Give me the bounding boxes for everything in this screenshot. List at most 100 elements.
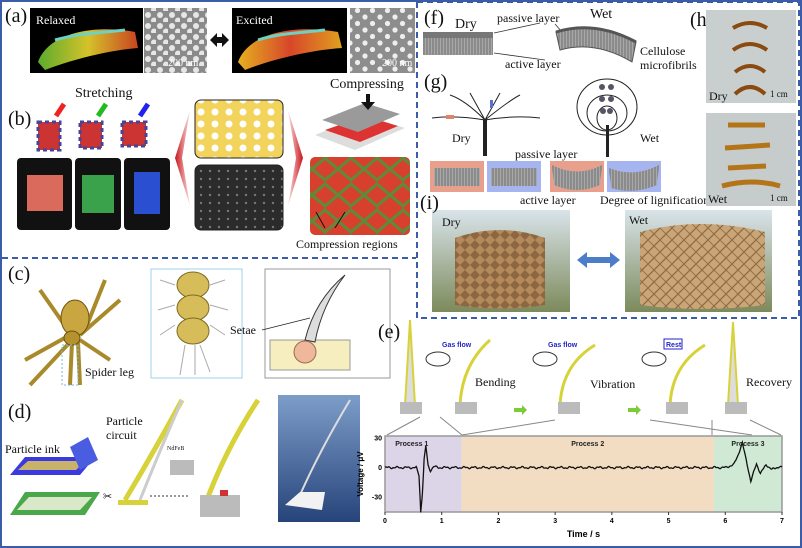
stretch-cubes (36, 102, 151, 152)
lignification-label: Degree of lignification (600, 193, 709, 207)
leg-segment-box (150, 268, 243, 379)
scale-bar-label: 200 nm (168, 58, 199, 69)
region-label: Process 2 (571, 441, 604, 448)
x-tick-label: 0 (383, 518, 387, 525)
panel-f: (f) Dry passive layer active layer Wet C… (423, 7, 697, 72)
dry-label: Dry (442, 215, 461, 229)
panel-d-label: (d) (8, 401, 31, 423)
x-tick-label: 4 (610, 518, 614, 525)
panel-b: Stretching (b) Compressing Compression (8, 77, 410, 251)
panel-g-label: (g) (424, 71, 447, 93)
vibration-label: Vibration (590, 377, 635, 391)
wet-label: Wet (629, 213, 649, 227)
plot-frame (384, 435, 783, 513)
particle-circuit-label-2: circuit (106, 428, 137, 442)
wet-bilayer (555, 27, 637, 63)
dry-label: Dry (709, 89, 728, 103)
compression-regions-label: Compression regions (296, 237, 398, 251)
particle-ink-label: Particle ink (5, 442, 60, 456)
panel-i-label: (i) (420, 192, 439, 214)
magnet-label: NdFeB (167, 446, 184, 452)
stretching-label: Stretching (75, 86, 133, 101)
seta-states (400, 319, 747, 414)
leg-segments (157, 271, 229, 376)
bending-label: Bending (475, 375, 516, 389)
pattern-schematic (194, 99, 284, 159)
left-chevron (175, 110, 190, 206)
seta-device-assembled (202, 398, 261, 506)
scale-bar-label: 200 nm (382, 58, 413, 69)
panel-a: (a) Relaxed 200 nm Excited 200 nm (5, 5, 415, 73)
wet-label: Wet (640, 131, 660, 145)
y-tick-label: 30 (374, 435, 382, 442)
x-axis-label: Time / s (567, 529, 600, 539)
wet-label: Wet (708, 192, 728, 206)
panel-h: (h) Dry 1 cm Wet 1 cm (690, 9, 796, 206)
rest-label: Rest (666, 342, 682, 349)
compressed-pattern-photo (310, 157, 410, 235)
x-tick-label: 6 (723, 518, 727, 525)
double-arrow-icon (210, 33, 229, 47)
panel-c: (c) Spider leg Setae (8, 263, 391, 387)
cloud-icon (641, 351, 667, 367)
region-label: Process 1 (395, 441, 428, 448)
relaxed-label: Relaxed (36, 13, 75, 27)
excited-label: Excited (236, 13, 273, 27)
next-arrow-icon (514, 405, 527, 415)
dry-bilayer (423, 38, 493, 55)
right-chevron (288, 110, 303, 206)
spider-illustration (24, 279, 122, 387)
double-arrow-icon (577, 252, 620, 268)
cloud-icon (532, 351, 558, 367)
gas-flow-label: Gas flow (442, 342, 472, 349)
particle-circuit-label: Particle (106, 414, 143, 428)
cellulose-label: Cellulose (640, 44, 685, 58)
y-tick-label: -30 (372, 495, 382, 502)
wet-label: Wet (590, 7, 612, 22)
voltage-chart: Process 1 Process 2 Process 3 0 1 2 3 4 5 6 7 30 0 -3… (356, 435, 784, 539)
gas-flow-label: Gas flow (548, 342, 578, 349)
relaxed-sem-image (144, 8, 207, 73)
rest-sign (663, 338, 683, 350)
x-tick-label: 1 (440, 518, 444, 525)
active-layer-label: active layer (520, 193, 576, 207)
dry-label: Dry (455, 17, 477, 32)
panel-i: (i) Dry Wet (420, 192, 772, 312)
x-tick-label: 3 (553, 518, 557, 525)
x-tick-label: 7 (780, 518, 784, 525)
microfibrils-label: microfibrils (640, 58, 697, 72)
wet-sample-photo (706, 113, 796, 206)
active-layer-label: active layer (505, 57, 561, 71)
spider-leg-label: Spider leg (85, 365, 134, 379)
scale-bar-label: 1 cm (770, 89, 788, 99)
panel-g: (g) Dry Wet passive layer active layer D… (424, 71, 709, 207)
setae-label: Setae (230, 323, 256, 337)
sem-pattern-image (194, 164, 284, 231)
excited-sem-image (350, 8, 415, 73)
base-block (170, 460, 194, 475)
panel-f-label: (f) (424, 7, 444, 29)
x-tick-label: 2 (496, 518, 500, 525)
scissors-icon: ✂ (103, 491, 112, 503)
panel-e: (e) Gas flow Gas flow Rest Bending Vibra… (356, 319, 792, 539)
y-tick-label: 0 (378, 465, 382, 472)
frame-fghi (416, 1, 800, 319)
region-2 (461, 436, 714, 512)
x-tick-label: 5 (667, 518, 671, 525)
y-axis-label: Voltage / μV (356, 451, 365, 497)
panel-c-label: (c) (8, 263, 30, 285)
cloud-icon (425, 351, 451, 367)
region-label: Process 3 (731, 441, 764, 448)
voltage-series-line (384, 439, 783, 513)
panel-e-label: (e) (378, 321, 400, 343)
region-3 (713, 436, 782, 512)
next-arrow-icon (628, 405, 641, 415)
passive-layer-label: passive layer (497, 11, 559, 25)
compressing-label: Compressing (330, 77, 404, 92)
passive-layer-label: passive layer (515, 147, 577, 161)
panel-d: (d) Particle ink ✂ Particle circuit NdFe… (5, 395, 360, 522)
compression-device (315, 94, 405, 150)
